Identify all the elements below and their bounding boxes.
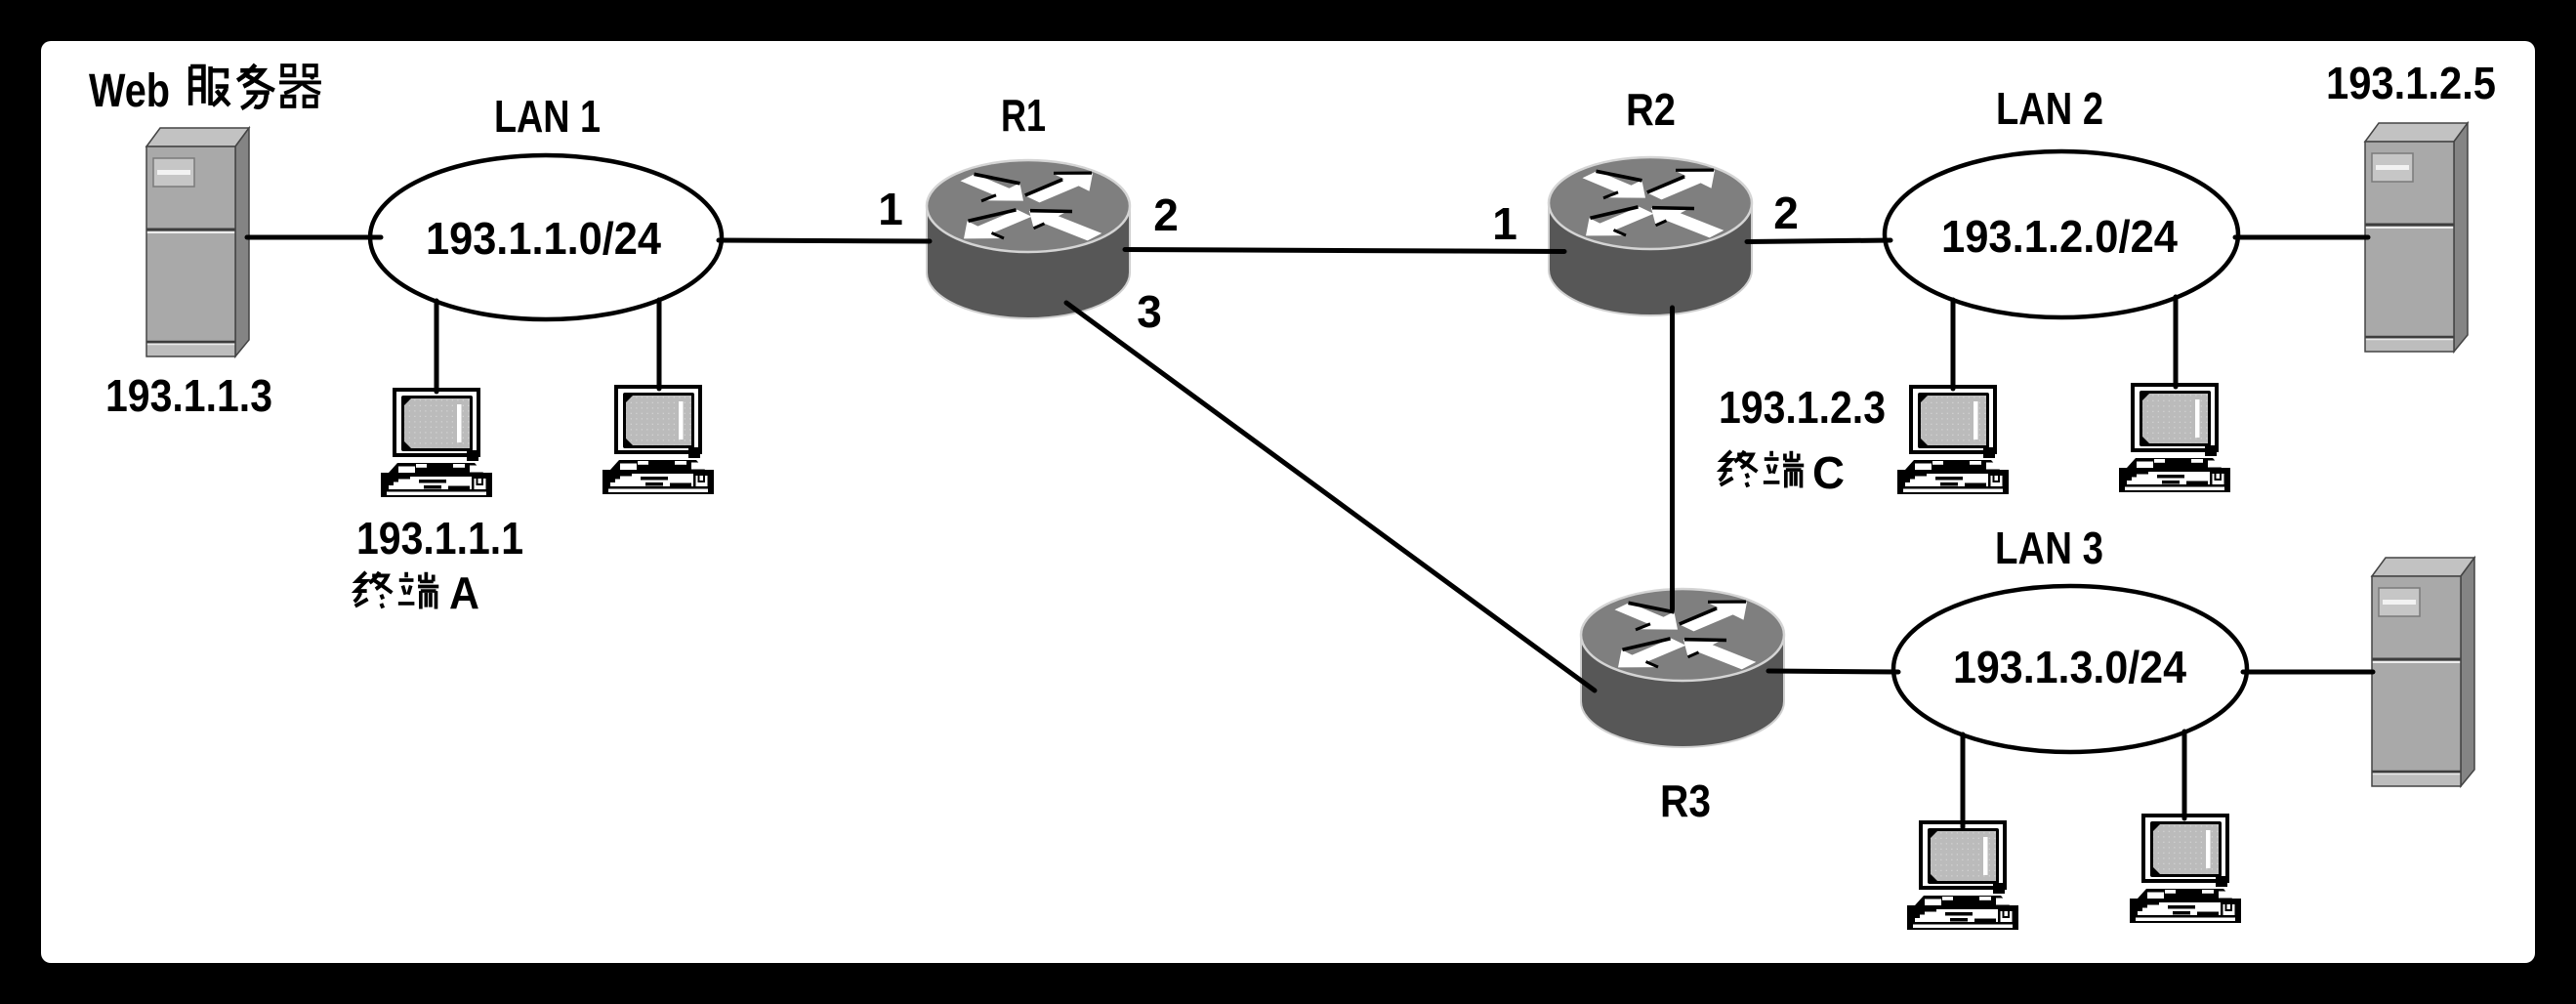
svg-text:Web: Web bbox=[89, 65, 170, 117]
svg-text:C: C bbox=[1812, 447, 1845, 498]
svg-text:3: 3 bbox=[1137, 286, 1162, 337]
svg-text:LAN 3: LAN 3 bbox=[1995, 523, 2103, 573]
svg-text:193.1.1.0/24: 193.1.1.0/24 bbox=[426, 213, 661, 264]
svg-text:2: 2 bbox=[1773, 188, 1799, 238]
svg-text:2: 2 bbox=[1153, 189, 1179, 240]
svg-text:A: A bbox=[449, 567, 479, 618]
svg-text:LAN 1: LAN 1 bbox=[494, 91, 601, 142]
svg-text:R3: R3 bbox=[1660, 775, 1711, 826]
svg-text:R1: R1 bbox=[1001, 90, 1046, 141]
svg-text:193.1.2.0/24: 193.1.2.0/24 bbox=[1941, 211, 2178, 262]
svg-text:R2: R2 bbox=[1626, 84, 1676, 135]
svg-text:193.1.2.5: 193.1.2.5 bbox=[2326, 58, 2496, 108]
svg-text:193.1.3.0/24: 193.1.3.0/24 bbox=[1953, 642, 2186, 692]
svg-text:193.1.1.3: 193.1.1.3 bbox=[105, 370, 272, 421]
svg-text:1: 1 bbox=[878, 184, 903, 234]
svg-text:193.1.2.3: 193.1.2.3 bbox=[1719, 382, 1886, 433]
svg-text:193.1.1.1: 193.1.1.1 bbox=[356, 513, 523, 564]
svg-text:1: 1 bbox=[1492, 198, 1517, 249]
svg-text:LAN 2: LAN 2 bbox=[1996, 83, 2103, 134]
